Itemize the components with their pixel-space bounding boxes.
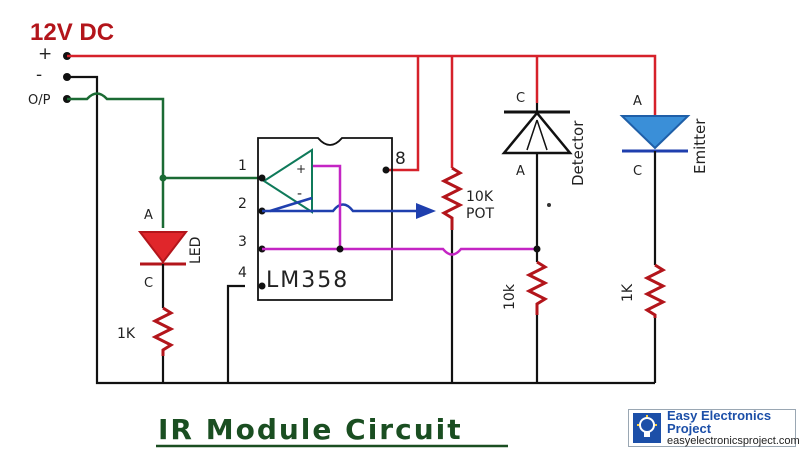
pot-label: POT (466, 206, 494, 222)
led-label: LED (188, 237, 204, 264)
brand-name: Easy Electronics Project (667, 407, 772, 437)
pin-2-label: 2 (238, 196, 247, 212)
led-cathode-label: C (144, 276, 153, 291)
vcc-rail (67, 54, 657, 172)
detector-mark-dot (547, 203, 551, 207)
emitter-resistor (643, 263, 667, 318)
ic-name: LM358 (266, 268, 349, 293)
emitter-cathode-label: C (633, 164, 642, 179)
lm358-ic: + - (257, 137, 393, 301)
ground-rail (67, 75, 657, 385)
output-junction (159, 174, 167, 182)
led-resistor (151, 306, 175, 356)
sense-wire (262, 164, 537, 256)
output-wire (67, 92, 262, 228)
detector-label: Detector (569, 120, 587, 186)
led (137, 231, 189, 308)
brand-text: Easy Electronics Project easyelectronics… (667, 407, 800, 448)
supply-label: 12V DC (30, 19, 114, 46)
emitter-anode-label: A (633, 94, 642, 109)
pot-wiper-arrow (416, 203, 436, 219)
detector-anode-label: A (516, 164, 525, 179)
terminal-minus-label: - (36, 65, 42, 85)
pin-1-label: 1 (238, 158, 247, 174)
opamp-plus-label: + (296, 162, 306, 176)
terminal-plus-label: + (38, 44, 52, 64)
detector-resistor (525, 260, 549, 315)
brand-badge: Easy Electronics Project easyelectronics… (628, 408, 800, 447)
pin-8-label: 8 (395, 149, 406, 169)
led-resistor-label: 1K (117, 326, 136, 342)
pin-8-dot (382, 166, 390, 174)
detector-resistor-label: 10k (502, 283, 518, 310)
detector-cathode-label: C (516, 91, 525, 106)
sense-junction (336, 245, 344, 253)
pin-1-dot (258, 174, 266, 182)
lightbulb-icon (633, 413, 661, 443)
diagram-title: IR Module Circuit (158, 413, 463, 446)
pin-4-dot (258, 282, 266, 290)
emitter-diode (619, 115, 691, 265)
led-anode-label: A (144, 208, 153, 223)
pin-3-label: 3 (238, 234, 247, 250)
opamp-minus-label: - (297, 186, 302, 202)
reference-wire (262, 196, 416, 213)
pot-resistor (440, 166, 464, 230)
pot-value-label: 10K (466, 189, 494, 205)
emitter-label: Emitter (691, 118, 709, 174)
emitter-resistor-label: 1K (620, 283, 636, 302)
terminal-out-label: O/P (28, 93, 51, 108)
detector-diode (501, 103, 573, 262)
brand-url: easyelectronicsproject.com (667, 434, 800, 447)
pin-4-label: 4 (238, 265, 247, 281)
